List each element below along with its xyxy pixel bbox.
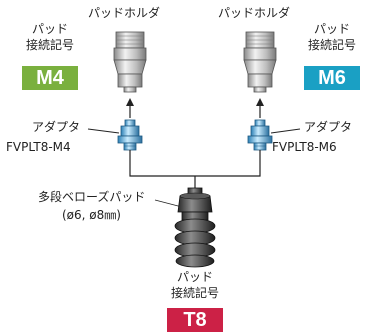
right-arrow — [256, 98, 264, 118]
left-adapter — [117, 119, 143, 151]
bottom-pad-code-label: パッド 接続記号 — [163, 270, 227, 300]
left-pad-code-label-line1: パッド — [31, 22, 68, 36]
pad-sizes: (ø6, ø8㎜) — [62, 208, 121, 222]
bottom-pad-code-label-line2: 接続記号 — [170, 286, 219, 300]
pad-name: 多段ベローズパッド — [38, 190, 146, 204]
bellows-pad — [174, 187, 216, 268]
right-code-badge: M6 — [304, 66, 360, 90]
leader-lines — [87, 128, 301, 208]
right-pad-code-label: パッド 接続記号 — [300, 22, 364, 52]
right-pad-code-label-line1: パッド — [313, 22, 350, 36]
bottom-code-badge: T8 — [167, 308, 223, 332]
left-code-badge: M4 — [22, 66, 78, 90]
left-holder-title: パッドホルダ — [88, 6, 161, 20]
left-pad-holder — [113, 31, 147, 93]
right-pad-holder — [243, 31, 277, 93]
right-adapter — [247, 119, 273, 151]
left-adapter-label: アダプタ — [32, 120, 81, 134]
right-adapter-label: アダプタ — [304, 120, 353, 134]
left-pad-code-label-line2: 接続記号 — [25, 38, 74, 52]
left-arrow — [126, 98, 134, 118]
left-pad-code-label: パッド 接続記号 — [18, 22, 82, 52]
right-pad-code-label-line2: 接続記号 — [307, 38, 356, 52]
right-adapter-model: FVPLT8-M6 — [272, 140, 337, 154]
left-adapter-model: FVPLT8-M4 — [6, 140, 71, 154]
bottom-pad-code-label-line1: パッド — [176, 270, 213, 284]
connector-lines — [129, 150, 261, 190]
right-holder-title: パッドホルダ — [218, 6, 291, 20]
